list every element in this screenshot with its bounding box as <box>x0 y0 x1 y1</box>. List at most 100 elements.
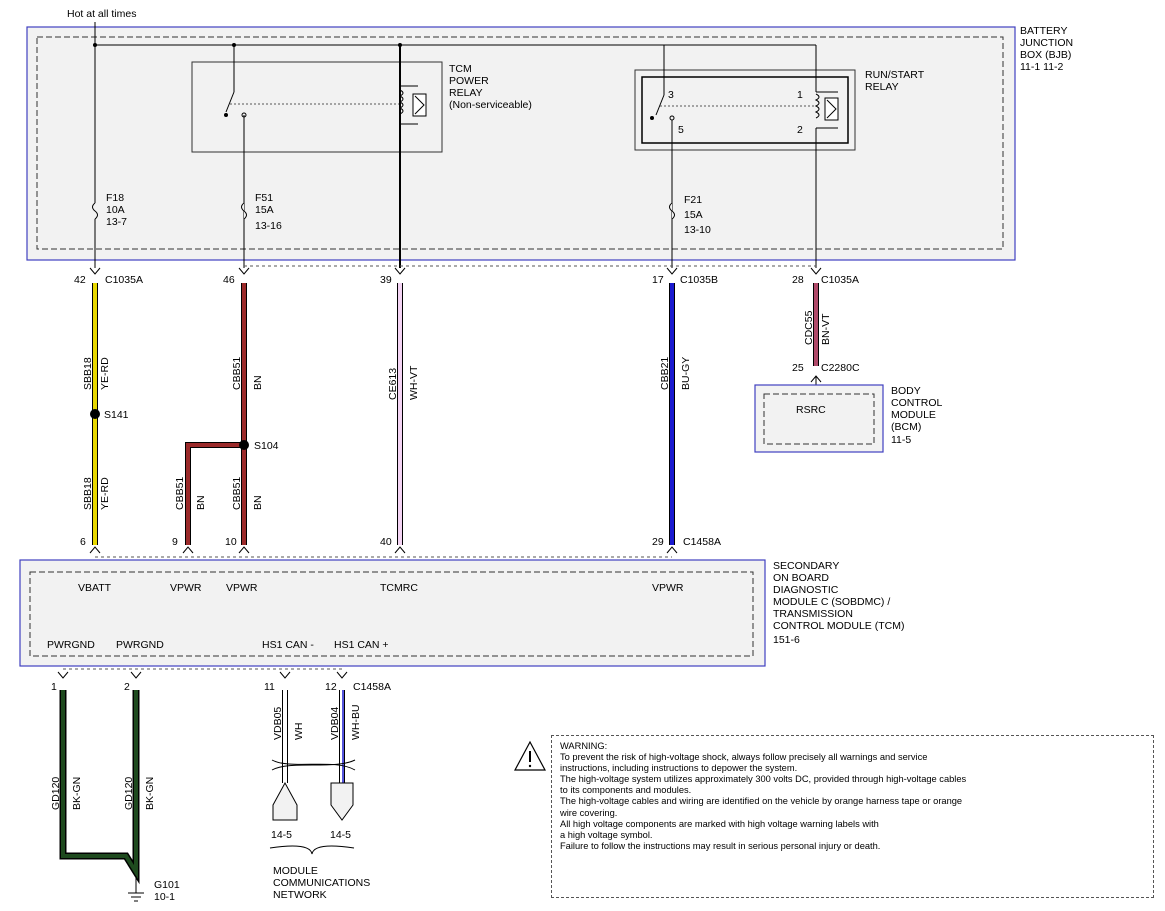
svg-text:10: 10 <box>225 536 237 548</box>
svg-text:TRANSMISSION: TRANSMISSION <box>773 608 853 620</box>
warning-line: To prevent the risk of high-voltage shoc… <box>560 752 928 763</box>
svg-text:G101: G101 <box>154 879 180 891</box>
svg-text:BATTERY: BATTERY <box>1020 25 1067 37</box>
svg-text:PWRGND: PWRGND <box>47 639 95 651</box>
svg-text:11-1 11-2: 11-1 11-2 <box>1020 61 1064 73</box>
wire-ce613: CE613 WH-VT <box>387 283 420 545</box>
warning-icon <box>513 740 547 771</box>
wire-cbb21: CBB21 BU-GY <box>659 283 692 545</box>
svg-text:5: 5 <box>678 124 684 136</box>
svg-text:BODY: BODY <box>891 385 921 397</box>
warning-line: The high-voltage system utilizes approxi… <box>560 774 967 785</box>
svg-text:15A: 15A <box>255 204 274 216</box>
svg-text:MODULE C (SOBDMC) /: MODULE C (SOBDMC) / <box>773 596 890 608</box>
svg-text:13-16: 13-16 <box>255 220 282 232</box>
svg-text:6: 6 <box>80 536 86 548</box>
svg-text:WH: WH <box>293 723 305 741</box>
svg-text:BN: BN <box>195 495 207 510</box>
svg-text:C1458A: C1458A <box>683 536 721 548</box>
svg-text:9: 9 <box>172 536 178 548</box>
svg-text:F18: F18 <box>106 192 124 204</box>
svg-text:CBB51: CBB51 <box>231 477 243 510</box>
svg-text:SBB18: SBB18 <box>82 477 94 510</box>
svg-text:BN: BN <box>252 495 264 510</box>
svg-text:C1035B: C1035B <box>680 274 718 286</box>
svg-text:YE-RD: YE-RD <box>99 357 111 390</box>
svg-text:VBATT: VBATT <box>78 582 112 594</box>
svg-text:CONTROL: CONTROL <box>891 397 942 409</box>
warning-line: All high voltage components are marked w… <box>560 818 879 829</box>
svg-text:HS1 CAN +: HS1 CAN + <box>334 639 389 651</box>
svg-text:WH-VT: WH-VT <box>408 365 420 400</box>
wire-cbb51: S104 CBB51 BN CBB51 BN CBB51 BN <box>174 283 279 545</box>
svg-text:40: 40 <box>380 536 392 548</box>
ground-g101: G101 10-1 <box>128 876 180 903</box>
bjb-inner-dashed <box>36 36 1004 250</box>
svg-text:PWRGND: PWRGND <box>116 639 164 651</box>
bjb-module-box <box>26 26 1016 261</box>
wire-sbb18: SBB18 YE-RD S141 SBB18 YE-RD <box>82 283 129 545</box>
svg-text:29: 29 <box>652 536 664 548</box>
splice-s141 <box>90 409 100 419</box>
svg-text:ON BOARD: ON BOARD <box>773 572 829 584</box>
svg-text:28: 28 <box>792 274 804 286</box>
svg-text:11-5: 11-5 <box>891 434 911 446</box>
hot-label: Hot at all times <box>67 8 136 20</box>
svg-text:VDB04: VDB04 <box>329 707 341 740</box>
warning-line: The high-voltage cables and wiring are i… <box>560 796 963 807</box>
svg-text:15A: 15A <box>684 209 703 221</box>
wire-gd120: GD120 BK-GN GD120 BK-GN <box>50 690 156 885</box>
svg-text:CBB21: CBB21 <box>659 357 671 390</box>
svg-text:RUN/START: RUN/START <box>865 69 925 81</box>
svg-text:F21: F21 <box>684 194 702 206</box>
svg-text:12: 12 <box>325 681 337 693</box>
svg-text:SBB18: SBB18 <box>82 357 94 390</box>
svg-text:YE-RD: YE-RD <box>99 477 111 510</box>
svg-text:BN-VT: BN-VT <box>820 313 832 345</box>
svg-text:14-5: 14-5 <box>330 829 351 841</box>
svg-text:GD120: GD120 <box>123 777 135 810</box>
bjb-connector-pins: 42 C1035A 46 39 17 C1035B 28 C1035A <box>74 274 859 286</box>
svg-text:10-1: 10-1 <box>154 891 175 903</box>
warning-line: Failure to follow the instructions may r… <box>560 840 881 851</box>
svg-text:VDB05: VDB05 <box>272 707 284 740</box>
svg-text:13-10: 13-10 <box>684 224 711 236</box>
tcm-module-box <box>19 559 766 667</box>
svg-text:25: 25 <box>792 362 804 374</box>
tcm-connector-pins: 6 9 10 40 29 C1458A <box>80 536 721 548</box>
network-connectors: 14-5 14-5 <box>269 781 355 855</box>
svg-text:VPWR: VPWR <box>226 582 258 594</box>
svg-text:2: 2 <box>124 681 130 693</box>
runstart-relay-box <box>634 69 856 151</box>
svg-text:2: 2 <box>797 124 803 136</box>
svg-text:TCMRC: TCMRC <box>380 582 418 594</box>
svg-text:COMMUNICATIONS: COMMUNICATIONS <box>273 877 370 889</box>
warning-line: to its components and modules. <box>560 785 692 796</box>
warning-line: wire covering. <box>560 807 618 818</box>
svg-text:BU-GY: BU-GY <box>680 357 692 390</box>
svg-text:42: 42 <box>74 274 86 286</box>
svg-text:VPWR: VPWR <box>652 582 684 594</box>
svg-text:HS1 CAN -: HS1 CAN - <box>262 639 314 651</box>
fuse-f18: F18 10A 13-7 <box>92 45 127 268</box>
svg-text:BN: BN <box>252 375 264 390</box>
svg-text:BK-GN: BK-GN <box>144 777 156 810</box>
splice-s104 <box>239 440 249 450</box>
svg-text:MODULE: MODULE <box>891 409 936 421</box>
svg-text:CDC55: CDC55 <box>803 310 815 345</box>
tcm-power-relay-box <box>191 61 443 153</box>
svg-text:F51: F51 <box>255 192 273 204</box>
svg-text:(BCM): (BCM) <box>891 421 921 433</box>
wire-cdc55: CDC55 BN-VT <box>803 283 832 366</box>
svg-text:CBB51: CBB51 <box>231 357 243 390</box>
svg-text:S141: S141 <box>104 409 129 421</box>
warning-box: WARNING: To prevent the risk of high-vol… <box>551 735 1154 898</box>
fuse-f51: F51 15A 13-16 <box>241 192 282 232</box>
svg-text:1: 1 <box>51 681 57 693</box>
svg-text:RELAY: RELAY <box>865 81 899 93</box>
bcm-module: 25 C2280C RSRC BODY CONTROL MODULE (BCM)… <box>754 362 942 453</box>
lower-connector-pins: 1 2 11 12 C1458A <box>51 681 391 693</box>
svg-text:WH-BU: WH-BU <box>350 704 362 740</box>
tcm-lower-labels: PWRGND PWRGND HS1 CAN - HS1 CAN + <box>47 639 389 651</box>
